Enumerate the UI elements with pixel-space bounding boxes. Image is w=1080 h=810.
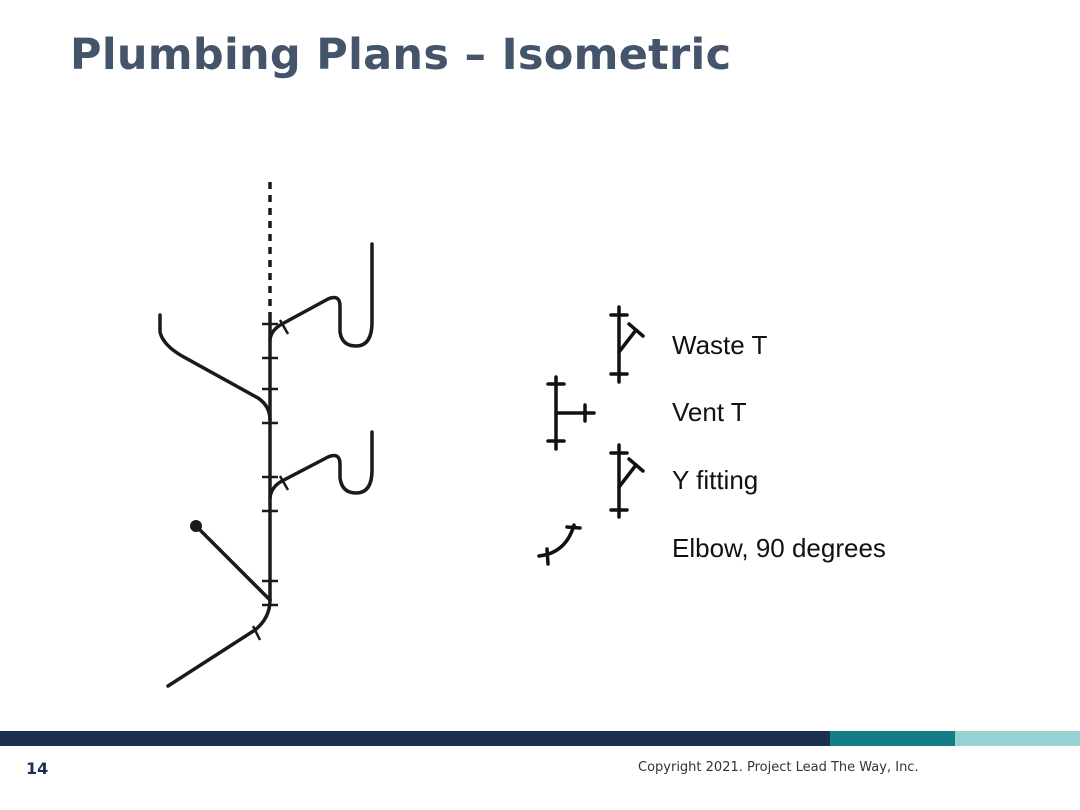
floor-drain-pipe: [195, 525, 272, 602]
slide-title: Plumbing Plans – Isometric: [70, 30, 732, 80]
legend-label-vent-t: Vent T: [672, 397, 747, 427]
copyright-text: Copyright 2021. Project Lead The Way, In…: [638, 760, 919, 775]
floor-drain-fixture: [190, 520, 202, 532]
legend-label-waste-t: Waste T: [672, 330, 768, 360]
legend-label-elbow-90: Elbow, 90 degrees: [672, 533, 886, 563]
isometric-plumbing-diagram: [158, 182, 645, 688]
y-fitting-symbol: [609, 443, 645, 519]
page-number: 14: [26, 759, 49, 778]
footer-bar-light: [955, 731, 1080, 746]
stack-joint-marks: [251, 319, 290, 641]
waste-t-symbol: [609, 305, 645, 384]
footer-bar-teal: [830, 731, 955, 746]
vent-t-symbol: [546, 375, 596, 451]
footer-bar-navy: [0, 731, 830, 746]
upper-trap-pipe: [268, 242, 374, 348]
elbow-90-symbol: [537, 523, 582, 566]
building-drain-pipe: [166, 598, 272, 688]
legend-label-y-fitting: Y fitting: [672, 465, 759, 495]
left-branch-pipe: [158, 313, 272, 422]
lower-trap-pipe: [268, 430, 374, 500]
